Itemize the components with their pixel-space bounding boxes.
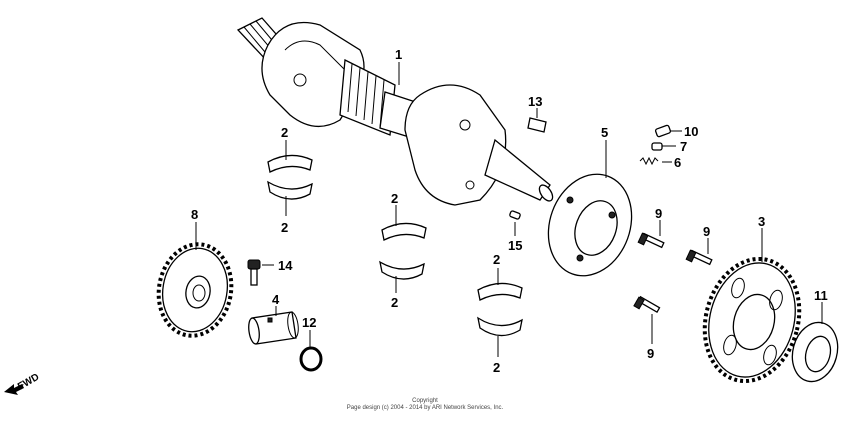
copyright-line: Page design (c) 2004 - 2014 by ARI Netwo… xyxy=(346,405,504,411)
callout-2-f: 2 xyxy=(493,360,500,375)
woodruff-key[interactable] xyxy=(527,117,547,133)
callout-13: 13 xyxy=(528,94,542,109)
copyright-title: Copyright xyxy=(412,398,438,404)
bolt-14[interactable] xyxy=(247,259,261,286)
leader-lines xyxy=(195,62,823,357)
callout-1: 1 xyxy=(395,47,402,62)
fwd-arrow-icon xyxy=(4,384,24,395)
bolt-9-upper[interactable] xyxy=(637,232,665,249)
fwd-label: FWD xyxy=(16,372,41,393)
fwd-arrow: FWD xyxy=(4,372,41,395)
collar-cylinder[interactable] xyxy=(247,311,300,345)
callout-11: 11 xyxy=(814,288,828,303)
starter-driven-gear[interactable] xyxy=(692,248,813,392)
callout-4: 4 xyxy=(272,292,280,307)
spring[interactable] xyxy=(639,156,659,166)
callout-9-a: 9 xyxy=(655,206,662,221)
callout-2-a: 2 xyxy=(281,125,288,140)
bearing-upper-left[interactable] xyxy=(267,154,313,200)
bearing-lower[interactable] xyxy=(477,282,523,337)
callout-3: 3 xyxy=(758,214,765,229)
callout-12: 12 xyxy=(302,315,316,330)
bolt-9-right[interactable] xyxy=(685,249,713,266)
callout-9-b: 9 xyxy=(703,224,710,239)
primary-drive-gear[interactable] xyxy=(152,238,239,341)
roller[interactable] xyxy=(654,124,672,138)
bolt-9-lower[interactable] xyxy=(633,295,661,313)
o-ring[interactable] xyxy=(299,346,323,372)
dowel-pin[interactable] xyxy=(509,210,521,220)
callout-14: 14 xyxy=(278,258,293,273)
callout-15: 15 xyxy=(508,238,522,253)
callout-9-c: 9 xyxy=(647,346,654,361)
callout-2-c: 2 xyxy=(391,191,398,206)
needle-bearing[interactable] xyxy=(786,317,844,386)
callout-2-e: 2 xyxy=(493,252,500,267)
callout-2-b: 2 xyxy=(281,220,288,235)
crankshaft[interactable] xyxy=(236,17,555,206)
callout-7: 7 xyxy=(680,139,687,154)
callout-5: 5 xyxy=(601,125,608,140)
starter-clutch-outer[interactable] xyxy=(535,162,646,287)
callout-2-d: 2 xyxy=(391,295,398,310)
callout-6: 6 xyxy=(674,155,681,170)
callout-10: 10 xyxy=(684,124,698,139)
bearing-middle[interactable] xyxy=(379,222,427,280)
callout-8: 8 xyxy=(191,207,198,222)
plunger[interactable] xyxy=(651,142,663,151)
